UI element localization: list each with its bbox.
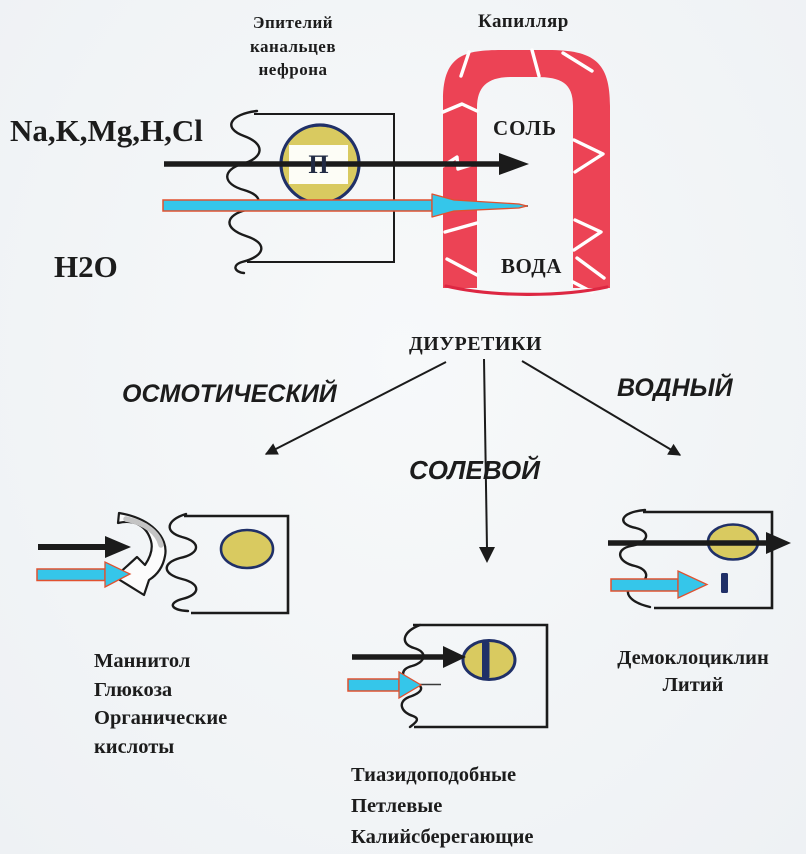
epithelium-brush-border-wave	[226, 109, 263, 275]
water-flow-arrow-shaft	[162, 199, 433, 212]
osmotic-transporter-ellipse	[219, 528, 275, 570]
diuretics-root-label: ДИУРЕТИКИ	[409, 333, 543, 355]
water-in-capillary-label: ВОДА	[501, 254, 562, 278]
branch-label-salt: СОЛЕВОЙ	[409, 455, 540, 485]
salt-in-capillary-label: СОЛЬ	[493, 116, 557, 140]
water-cell-brush-wave	[619, 508, 652, 609]
capillary-cracks	[441, 48, 606, 294]
capillary-bottom-arc	[444, 284, 609, 296]
osmotic-cell-box	[184, 514, 290, 615]
drug-list-salt: Тиазидоподобные Петлевые Калийсберегающи…	[351, 764, 534, 848]
capillary-label: Капилляр	[478, 11, 569, 32]
drug-list-osmotic: Маннитол Глюкоза Органические кислоты	[94, 650, 228, 758]
water-flow-arrowhead	[431, 193, 528, 218]
osmotic-reflux-gray-band	[123, 516, 164, 548]
epithelium-label: Эпителий канальцев нефрона	[249, 13, 337, 79]
salt-cell-salt-arrowhead	[443, 646, 466, 668]
branch-arrow-water	[521, 360, 682, 456]
capillary-wall	[443, 50, 610, 288]
salt-cell-water-arrow-shaft	[347, 678, 400, 692]
salt-flow-arrowhead	[499, 153, 529, 175]
water-cell-box	[643, 510, 774, 610]
osmotic-water-arrow-shaft	[36, 568, 106, 582]
branch-label-osmotic: ОСМОТИЧЕСКИЙ	[122, 380, 337, 408]
water-label: H2O	[54, 249, 118, 284]
osmotic-salt-arrowhead	[105, 536, 131, 558]
salt-cell-water-arrowhead	[398, 670, 423, 700]
water-cell-block-bar	[721, 573, 728, 593]
salt-cell-box	[413, 623, 549, 729]
salt-transporter-block-bar	[482, 642, 490, 678]
osmotic-cell-brush-wave	[165, 512, 198, 613]
branch-arrow-salt	[483, 358, 488, 550]
branch-label-water: ВОДНЫЙ	[617, 374, 733, 402]
ions-label: Na,K,Mg,H,Cl	[10, 113, 203, 148]
osmotic-water-arrowhead	[104, 560, 132, 589]
water-cell-water-arrowhead	[677, 569, 709, 600]
water-cell-salt-arrowhead	[766, 532, 791, 554]
branch-arrow-osmotic	[264, 361, 447, 455]
pump-letter: П	[308, 149, 329, 179]
epithelium-box	[247, 113, 395, 263]
drug-list-water: Демоклоциклин Литий	[617, 647, 769, 696]
water-cell-water-arrow-shaft	[610, 578, 679, 592]
branch-arrow-salt-head	[479, 547, 495, 563]
